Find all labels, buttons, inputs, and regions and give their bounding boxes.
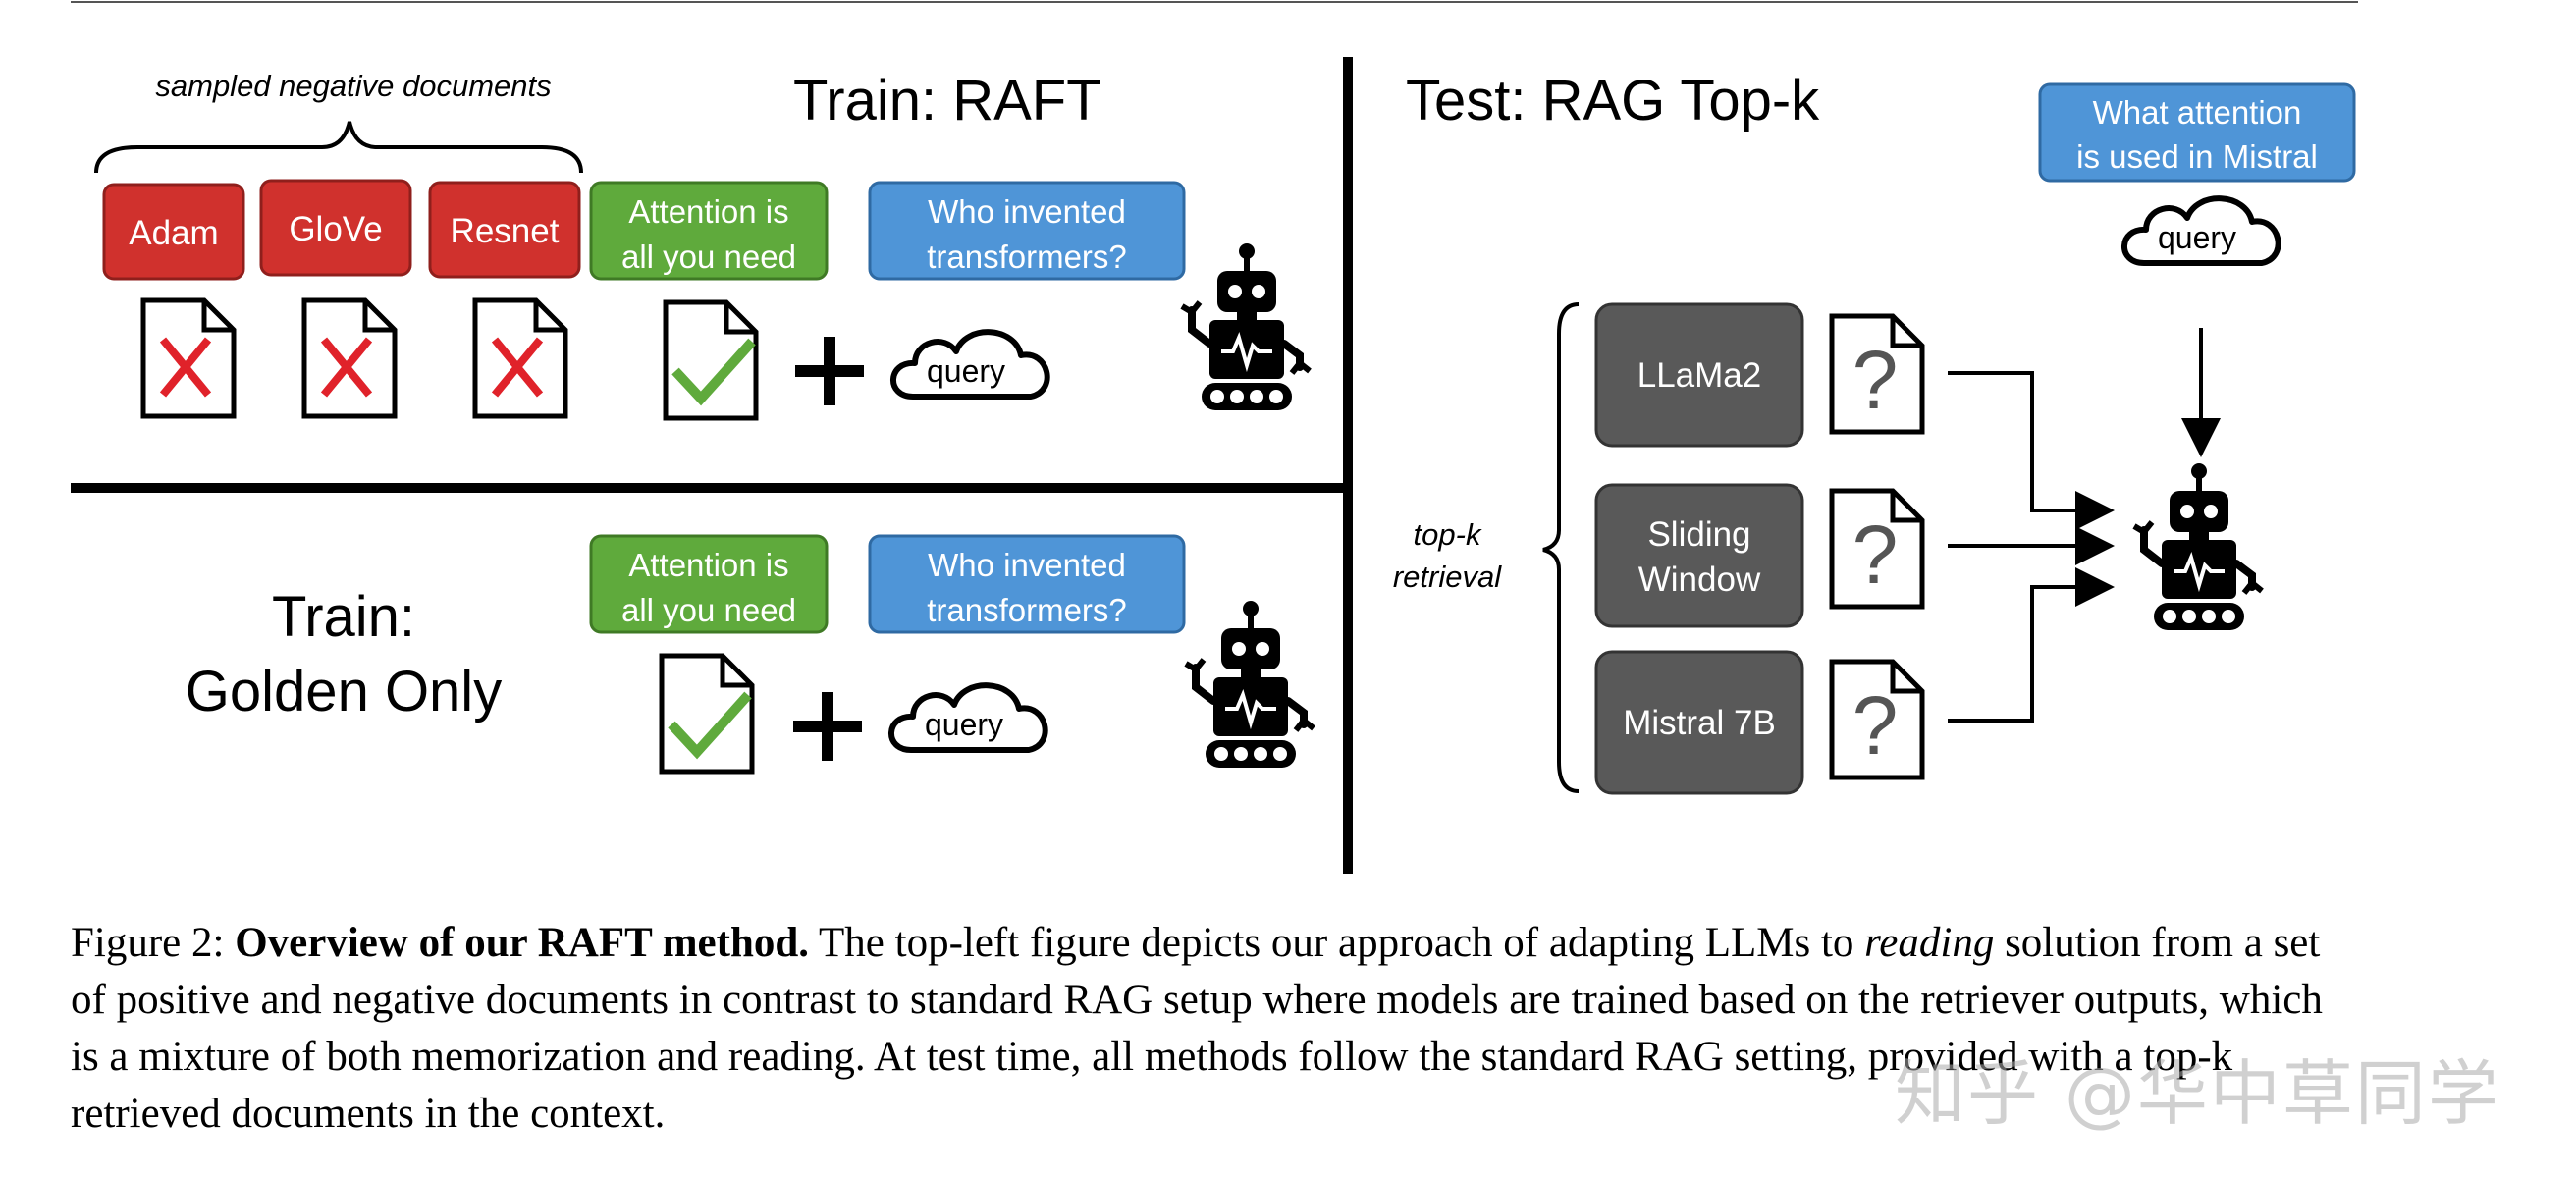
retrieved-doc-mistral-label: Mistral 7B xyxy=(1623,704,1776,742)
robot-icon-test xyxy=(2134,463,2262,630)
question-label-test: What attention is used in Mistral xyxy=(2038,82,2356,183)
query-cloud-bottom: query xyxy=(891,685,1046,750)
question-label-top: Who invented transformers? xyxy=(868,181,1186,281)
query-cloud-test: query xyxy=(2124,198,2279,263)
retrieved-doc-mistral-7b: Mistral 7B xyxy=(1594,650,1804,795)
question-mark-icon: ? xyxy=(1852,334,1899,426)
figure-caption: Figure 2: Overview of our RAFT method. T… xyxy=(71,915,2358,1143)
negative-doc-icon-1 xyxy=(143,300,234,416)
plus-icon-top xyxy=(795,337,864,405)
query-cloud-top: query xyxy=(893,332,1047,397)
golden-doc-line2: all you need xyxy=(621,239,796,275)
train-raft-title: Train: RAFT xyxy=(793,69,1101,133)
golden-doc-bottom-line1: Attention is xyxy=(628,547,788,583)
negative-doc-adam-label: Adam xyxy=(129,214,218,252)
watermark: 知乎 @华中草同学 xyxy=(1895,1052,2500,1135)
cross-icon xyxy=(491,337,544,398)
golden-doc-label-top: Attention is all you need xyxy=(589,181,829,281)
question-test-line1: What attention xyxy=(2093,94,2302,131)
retrieval-brace xyxy=(1542,302,1580,793)
golden-doc-bottom-line2: all you need xyxy=(621,592,796,628)
query-cloud-top-label: query xyxy=(927,353,1005,389)
negative-doc-glove: GloVe xyxy=(259,179,412,277)
cross-icon xyxy=(159,337,212,398)
query-cloud-test-label: query xyxy=(2158,220,2236,255)
retrieved-doc-sliding-window: Sliding Window xyxy=(1594,483,1804,628)
negative-doc-icon-3 xyxy=(475,300,565,416)
negative-doc-resnet-label: Resnet xyxy=(451,212,560,250)
train-golden-title-line1: Train: xyxy=(272,585,415,649)
plus-icon-bottom xyxy=(793,692,862,761)
check-icon xyxy=(668,691,752,760)
caption-bold-title: Overview of our RAFT method. xyxy=(235,920,810,966)
retrieved-doc-sliding-line1: Sliding xyxy=(1647,515,1750,554)
unknown-doc-icon-3: ? xyxy=(1832,662,1922,777)
connector-arrow-1 xyxy=(1948,371,2115,530)
unknown-doc-icon-1: ? xyxy=(1832,316,1922,432)
negative-doc-resnet: Resnet xyxy=(428,181,581,279)
query-cloud-bottom-label: query xyxy=(925,707,1003,742)
golden-doc-icon-top xyxy=(666,302,756,418)
question-bottom-line2: transformers? xyxy=(927,592,1127,628)
question-test-line2: is used in Mistral xyxy=(2076,138,2318,175)
retrieved-doc-llama2-label: LLaMa2 xyxy=(1637,356,1761,395)
cross-icon xyxy=(320,337,373,398)
check-icon xyxy=(671,338,756,406)
negative-doc-glove-label: GloVe xyxy=(289,210,382,248)
retrieval-label-line2: retrieval xyxy=(1393,560,1502,594)
negative-doc-icon-2 xyxy=(304,300,395,416)
train-golden-title-line2: Golden Only xyxy=(186,660,502,723)
raft-overview-figure: Train: RAFT sampled negative documents A… xyxy=(71,1,2358,874)
retrieval-label-line1: top-k xyxy=(1414,517,1482,552)
question-mark-icon: ? xyxy=(1852,679,1899,772)
caption-text-b: solution from a set of positive and nega… xyxy=(71,920,2323,1137)
question-label-bottom: Who invented transformers? xyxy=(868,534,1186,634)
unknown-doc-icon-2: ? xyxy=(1832,491,1922,607)
golden-doc-label-bottom: Attention is all you need xyxy=(589,534,829,634)
caption-italic: reading xyxy=(1864,920,1995,966)
negatives-brace-label: sampled negative documents xyxy=(155,69,551,103)
question-mark-icon: ? xyxy=(1852,509,1899,601)
retrieved-doc-sliding-line2: Window xyxy=(1638,561,1761,599)
question-line2: transformers? xyxy=(927,239,1127,275)
robot-icon-bottom xyxy=(1186,601,1314,768)
test-rag-title: Test: RAG Top-k xyxy=(1406,69,1820,133)
caption-text-a: The top-left figure depicts our approach… xyxy=(819,920,1854,966)
caption-label: Figure 2: xyxy=(71,920,225,966)
golden-doc-icon-bottom xyxy=(662,656,752,772)
negative-doc-adam: Adam xyxy=(102,183,245,281)
retrieved-doc-llama2: LLaMa2 xyxy=(1594,302,1804,448)
negatives-brace xyxy=(94,121,583,174)
golden-doc-line1: Attention is xyxy=(628,193,788,230)
question-bottom-line1: Who invented xyxy=(928,547,1126,583)
question-line1: Who invented xyxy=(928,193,1126,230)
robot-icon-top xyxy=(1182,243,1310,410)
connector-arrow-3 xyxy=(1948,567,2115,723)
